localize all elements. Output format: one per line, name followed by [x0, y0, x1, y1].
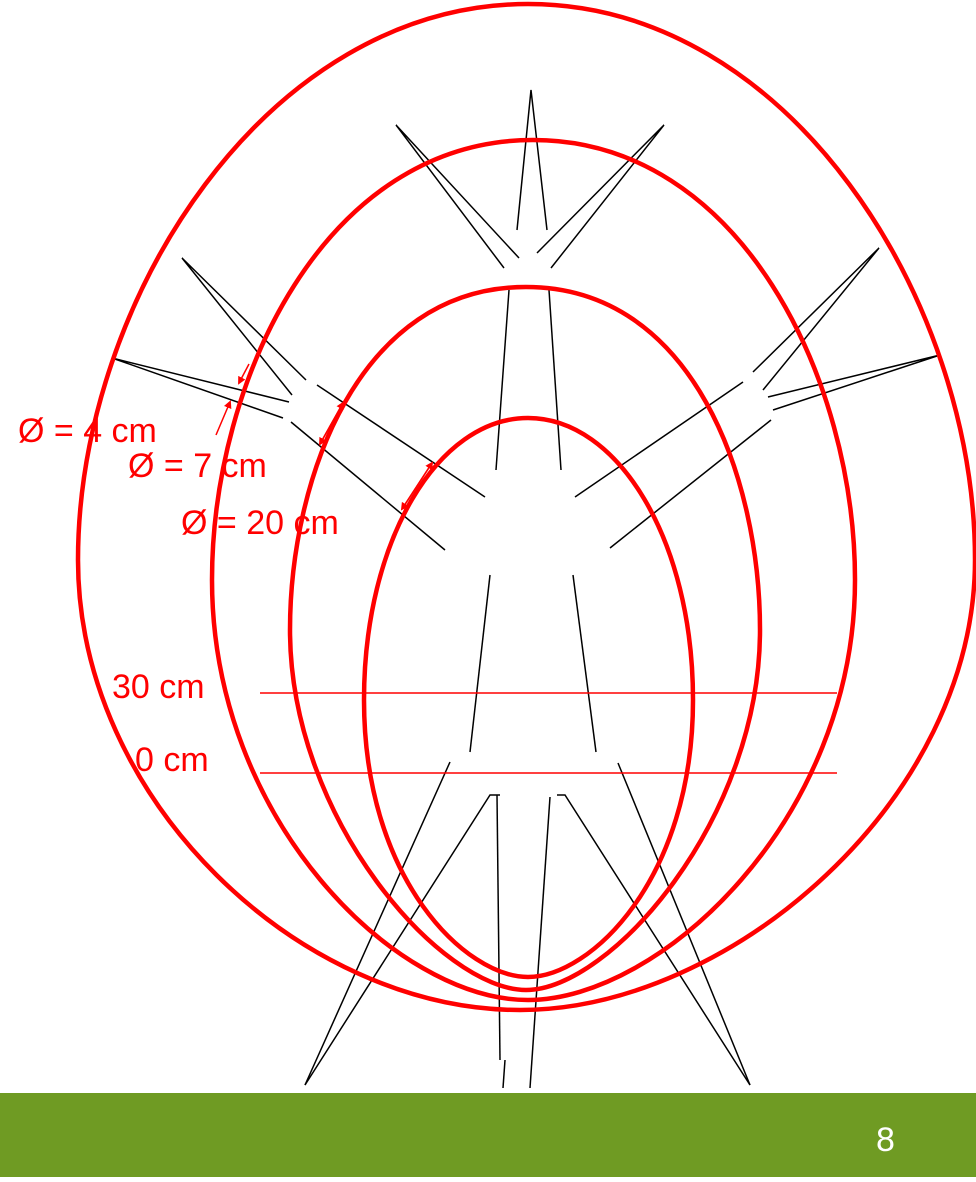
root-center-left [496, 794, 501, 1061]
root-left-outer-top [304, 761, 451, 1086]
root-center-tip [502, 1059, 506, 1089]
footer-bar [0, 1093, 976, 1177]
inner-crown-ellipse [361, 415, 696, 980]
leader-right-edge [548, 289, 562, 471]
right-scaffold-side-shoot [767, 354, 941, 411]
third-crown-ellipse [287, 284, 763, 993]
trunk-left-edge [469, 574, 491, 753]
diameter-label-4cm: Ø = 4 cm [18, 412, 157, 450]
page-number: 8 [876, 1121, 895, 1159]
leader-left-edge [495, 289, 510, 471]
second-crown-ellipse [209, 137, 858, 1003]
diameter-label-20cm: Ø = 20 cm [181, 504, 339, 542]
root-right-outer [557, 794, 751, 1086]
top-left-shoot [395, 124, 520, 269]
tree-skeleton [111, 89, 941, 1089]
height-lines [260, 692, 837, 774]
outer-crown-ellipse [75, 1, 976, 1013]
root-left-outer [304, 794, 500, 1086]
top-center-shoot [516, 89, 548, 231]
arrow-7cm-down [319, 402, 344, 446]
left-scaffold-side-shoot [111, 357, 290, 419]
right-scaffold-upper-edge [574, 381, 744, 498]
arrow-20cm-down [400, 462, 433, 511]
top-right-shoot [536, 124, 665, 269]
right-scaffold-lower-edge [609, 419, 772, 549]
arrow-4cm-top [238, 363, 250, 385]
trunk-right-edge [572, 574, 597, 753]
left-scaffold-lower-edge [290, 421, 446, 551]
diameter-arrows [215, 363, 434, 511]
diameter-label-7cm: Ø = 7 cm [128, 447, 267, 485]
height-label-30cm: 30 cm [112, 668, 205, 706]
arrow-4cm-bottom [215, 400, 232, 436]
crown-envelopes [75, 1, 976, 1013]
root-center-right [529, 796, 551, 1089]
height-label-0cm: 0 cm [135, 741, 209, 779]
root-right-outer-top [617, 762, 751, 1086]
